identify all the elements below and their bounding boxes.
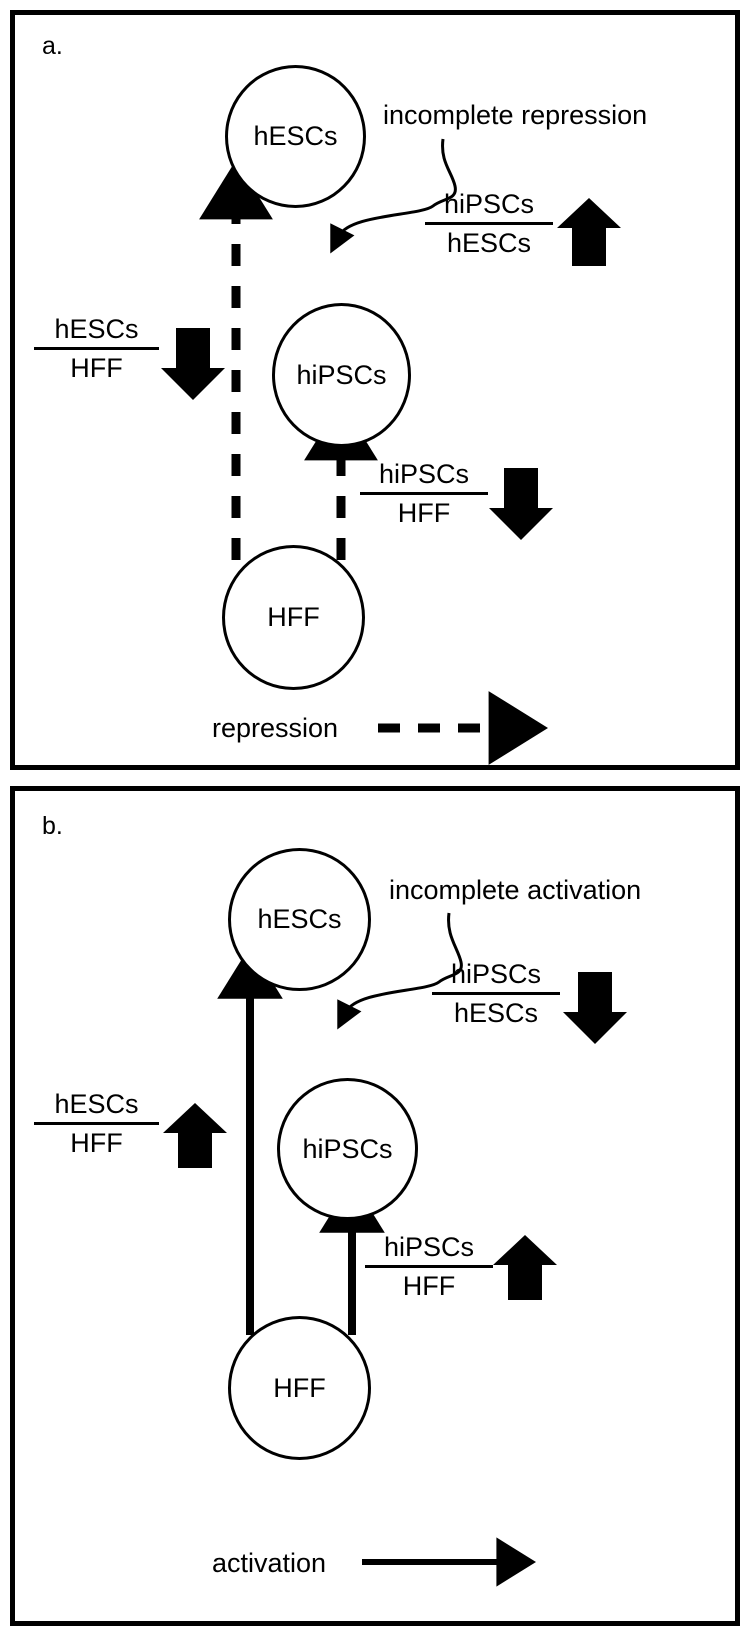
ratio-hipscs-over-hescs-panel-b: hiPSCs hESCs [432,959,560,1029]
legend-label-repression: repression [212,713,339,743]
ratio-denominator: hESCs [453,998,539,1029]
ratio-hipscs-over-hescs-panel-a: hiPSCs hESCs [425,189,553,259]
fraction-bar [34,1122,159,1126]
annotation-incomplete-activation: incomplete activation [389,875,642,905]
ratio-numerator: hiPSCs [378,459,470,489]
ratio-numerator: hESCs [54,314,139,344]
ratio-denominator: HFF [70,353,123,384]
panel-b-label: b. [42,812,63,840]
ratio-denominator: HFF [402,1271,456,1302]
fraction-bar [432,992,560,996]
node-hescs-panel-b-label: hESCs [257,904,342,934]
ratio-hipscs-over-hff-panel-a: hiPSCs HFF [360,459,488,529]
ratio-denominator: HFF [397,498,451,529]
ratio-numerator: hESCs [54,1089,139,1119]
node-hipscs-panel-b-label: hiPSCs [302,1133,393,1164]
ratio-numerator: hiPSCs [383,1232,475,1262]
ratio-denominator: HFF [70,1128,123,1159]
ratio-hescs-over-hff-panel-a: hESCs HFF [34,314,159,384]
ratio-numerator: hiPSCs [443,189,535,219]
node-hipscs-panel-a: hiPSCs [272,303,411,447]
node-hff-panel-a-label: HFF [267,602,320,632]
node-hescs-panel-a-label: hESCs [253,121,338,151]
node-hipscs-panel-b: hiPSCs [277,1078,418,1220]
node-hescs-panel-a: hESCs [225,65,366,208]
panel-a-label: a. [42,32,63,60]
fraction-bar [360,492,488,496]
legend-label-activation: activation [212,1548,327,1578]
fraction-bar [425,222,553,226]
ratio-hescs-over-hff-panel-b: hESCs HFF [34,1089,159,1159]
annotation-incomplete-repression: incomplete repression [383,100,648,130]
fraction-bar [365,1265,493,1269]
node-hff-panel-b-label: HFF [273,1372,326,1403]
ratio-denominator: hESCs [446,228,532,259]
ratio-numerator: hiPSCs [450,959,542,989]
node-hff-panel-a: HFF [222,545,365,690]
ratio-hipscs-over-hff-panel-b: hiPSCs HFF [365,1232,493,1302]
fraction-bar [34,347,159,351]
node-hipscs-panel-a-label: hiPSCs [296,359,387,390]
node-hescs-panel-b: hESCs [228,848,371,991]
node-hff-panel-b: HFF [228,1316,371,1460]
